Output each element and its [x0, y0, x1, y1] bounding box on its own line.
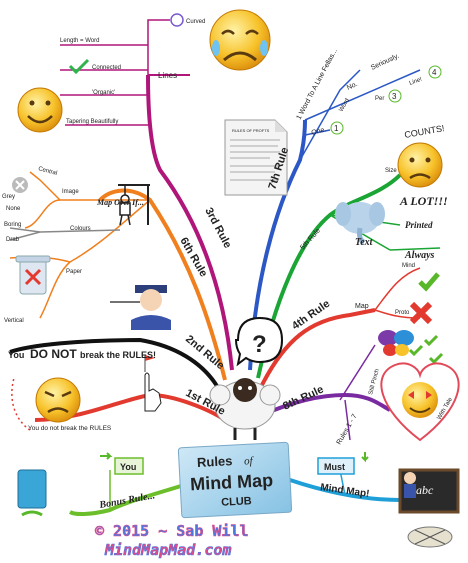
center-card: [177, 441, 293, 519]
sad-face-icon: [397, 142, 443, 188]
footer-site: MindMapMad.com: [104, 541, 231, 559]
curved-label: Curved: [186, 19, 205, 25]
potion-pour-icon: [17, 469, 47, 517]
tapering-label: Tapering Beautifully: [66, 119, 118, 125]
center-title-of: of: [244, 455, 255, 468]
svg-text:abc: abc: [416, 483, 434, 497]
line-label: Line!: [409, 77, 424, 87]
word-label: Word: [339, 98, 351, 113]
heart-face-icon: [380, 362, 460, 442]
num1-badge: 1: [330, 121, 344, 135]
rule1-text: You do not break the RULES: [28, 425, 112, 432]
right-arrow-icon: [100, 452, 113, 460]
center-title-club: CLUB: [221, 495, 252, 509]
always-label: Always: [404, 250, 435, 261]
rule5-label: 5th Rule: [299, 227, 322, 251]
small-check-icon: [408, 344, 424, 357]
rule2-you: You: [8, 350, 24, 360]
down-arrow-icon: [361, 452, 369, 463]
trash-bin-icon: [15, 255, 51, 295]
question-bubble-icon: ?: [234, 316, 284, 367]
vertical-label: Vertical: [4, 318, 24, 324]
center-title-rules: Rules: [197, 453, 233, 470]
gallows-icon: [118, 184, 150, 226]
must-box: [317, 457, 355, 475]
branch-rule7-line: [248, 119, 307, 371]
colours-label: Colours: [70, 226, 91, 232]
police-officer-icon: [110, 285, 171, 330]
rule2-label: 2nd Rule: [183, 333, 226, 372]
counts-label: COUNTS!: [404, 123, 446, 140]
rule2-break: break the RULES!: [80, 350, 156, 360]
num3-badge: 3: [388, 89, 402, 103]
document-icon: RULES OF PROFTS: [224, 119, 288, 196]
cross-icon: [409, 301, 433, 325]
lines-label: Lines: [158, 71, 177, 80]
mind-label: Mind: [402, 263, 415, 269]
connected-label: Connected: [92, 65, 121, 71]
branch-rule2-line: [9, 337, 224, 396]
mind-map-label: Mind Map!: [320, 482, 370, 500]
svg-text:3: 3: [392, 92, 397, 101]
svg-text:?: ?: [252, 331, 267, 358]
hand-pointing-icon: [144, 355, 162, 412]
svg-text:4: 4: [432, 68, 437, 77]
curved-arrow-icon: [170, 13, 184, 27]
num4-badge: 4: [428, 65, 442, 79]
organic-label: 'Organic': [92, 90, 115, 96]
crying-face-icon: [209, 9, 271, 71]
footer-copyright: © 2015 ~ Sab Will: [95, 522, 249, 540]
rule2-do-not: DO NOT: [30, 347, 77, 361]
you-label: You: [120, 462, 136, 472]
lines-sub-line: [147, 19, 170, 75]
butterfly-icon: [378, 330, 414, 356]
per-label: Per: [375, 96, 384, 102]
check-icon: [68, 58, 90, 75]
footer-cartoon-icon: [407, 526, 453, 548]
no-label: No.: [346, 81, 359, 92]
one-word-label: 1 Word To A Line Fellas...: [296, 48, 339, 121]
sheep-icon: [209, 378, 281, 440]
svg-text:1: 1: [334, 124, 339, 133]
smiley-face-icon: [17, 87, 63, 133]
size-label: Size: [385, 168, 397, 174]
center-title-mind-map: Mind Map: [190, 470, 274, 494]
branch-rule8-line: [261, 392, 391, 417]
still-pinch-label: Still Pinch: [368, 369, 381, 396]
angry-face-icon: [35, 377, 81, 423]
central-label: Central: [37, 166, 57, 177]
branch-rule6-line: [98, 188, 227, 381]
must-label: Must: [324, 462, 345, 472]
svg-text:RULES OF PROFTS: RULES OF PROFTS: [232, 128, 270, 133]
none-label: None: [6, 206, 21, 212]
you-box: [114, 457, 144, 475]
text-label: Text: [355, 237, 374, 248]
teacher-board-icon: abc: [398, 468, 460, 514]
boring-label: Boring: [4, 222, 21, 228]
image-label: Image: [62, 189, 79, 195]
grey-label: Grey: [2, 194, 15, 200]
proto-label: Proto: [395, 310, 410, 316]
printed-label: Printed: [405, 220, 433, 230]
rule3-label: 3rd Rule: [202, 206, 233, 250]
bonus-label: Bonus Rule...: [98, 490, 156, 511]
no-image-icon: [12, 177, 28, 193]
elephant-icon: [335, 202, 385, 245]
one-label: One.: [311, 126, 328, 137]
branch-rule4-line: [260, 308, 376, 386]
check-mark-icon: [418, 272, 440, 292]
drab-label: Drab: [6, 237, 20, 243]
paper-label: Paper: [66, 269, 82, 275]
seriously-label: Seriously.: [370, 53, 400, 72]
length-label: Length = Word: [60, 38, 99, 44]
map-label: Map: [355, 303, 369, 310]
map-over-label: Map Over If...: [96, 198, 144, 207]
alot-label: A LOT!!!: [399, 194, 448, 208]
branch-rule3-line: [146, 74, 234, 371]
branch-mindmap-line: [289, 478, 401, 502]
